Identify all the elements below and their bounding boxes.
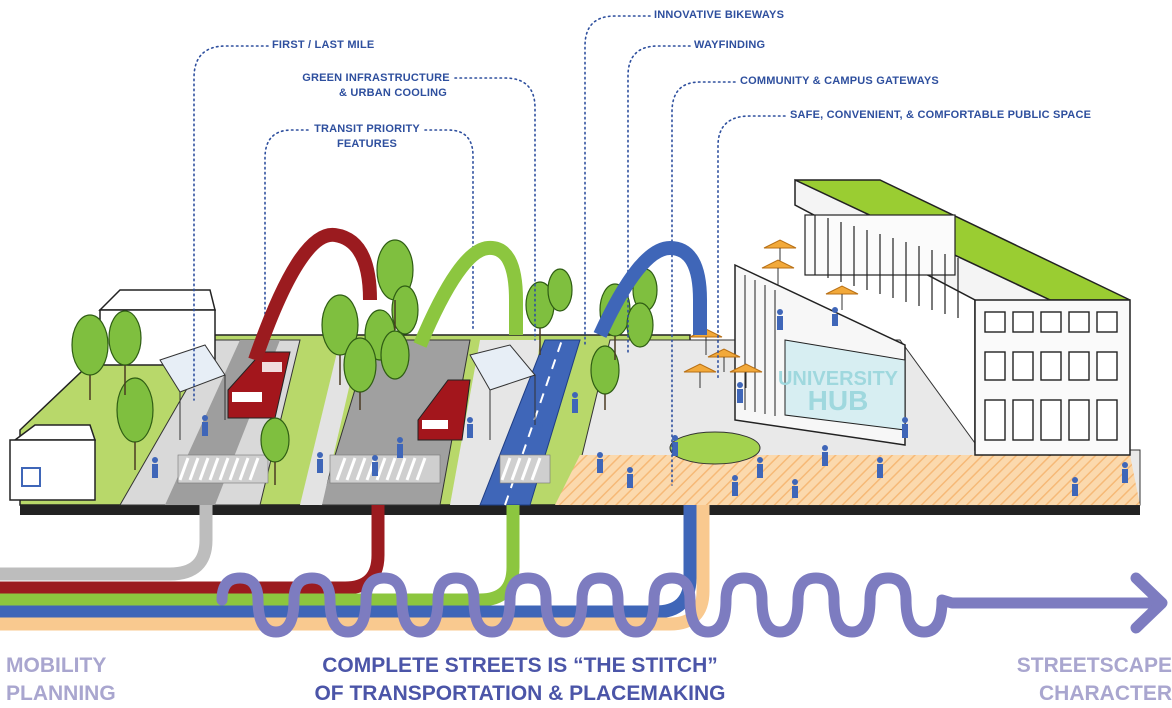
- caption-mobility-line1: MOBILITY: [6, 654, 107, 677]
- caption-mobility-planning: MOBILITY PLANNING: [6, 652, 116, 708]
- ribbon-green-arch: [413, 241, 523, 348]
- bus-shelter-left: [159, 344, 226, 440]
- callout-green-infrastructure-line1: GREEN INFRASTRUCTURE: [302, 72, 450, 84]
- ribbon-green: [0, 505, 520, 607]
- university-building: [734, 178, 1131, 456]
- caption-streetscape-character: STREETSCAPE CHARACTER: [996, 652, 1172, 708]
- ribbon-blue-arch: [593, 240, 707, 338]
- bus-shelter-right: [469, 344, 536, 440]
- callout-leaders: [193, 15, 786, 486]
- caption-streetscape-line2: CHARACTER: [1039, 682, 1172, 705]
- callout-green-infrastructure-line2: & URBAN COOLING: [338, 87, 448, 99]
- ribbon-grey: [0, 505, 213, 581]
- caption-mobility-line2: PLANNING: [6, 682, 116, 705]
- hub-sign-line1: UNIVERSITY: [778, 368, 899, 390]
- arrow-head-icon: [1130, 572, 1168, 634]
- callout-transit-priority-line2: FEATURES: [336, 138, 398, 150]
- callout-first-last-mile: FIRST / LAST MILE: [272, 39, 375, 51]
- callout-transit-priority-line1: TRANSIT PRIORITY: [314, 123, 420, 135]
- stitch-arrow: [216, 572, 1168, 638]
- callout-gateways: COMMUNITY & CAMPUS GATEWAYS: [740, 75, 939, 87]
- callout-transit-priority: TRANSIT PRIORITY FEATURES: [308, 122, 426, 152]
- ribbon-lines: [0, 227, 710, 631]
- caption-streetscape-line1: STREETSCAPE: [1016, 654, 1172, 677]
- bus-right: [417, 379, 471, 441]
- caption-complete-streets-line1: COMPLETE STREETS IS “THE STITCH”: [322, 654, 718, 677]
- house-front: [9, 424, 97, 501]
- ribbon-red-arch: [248, 227, 377, 363]
- pedestrians: [152, 307, 1128, 498]
- lawn-circle: [669, 431, 761, 465]
- callout-wayfinding: WAYFINDING: [694, 39, 766, 51]
- caption-complete-streets-line2: OF TRANSPORTATION & PLACEMAKING: [314, 682, 726, 705]
- caption-complete-streets: COMPLETE STREETS IS “THE STITCH” OF TRAN…: [300, 652, 740, 708]
- callout-innovative-bikeways: INNOVATIVE BIKEWAYS: [654, 9, 785, 21]
- hub-sign-line2: HUB: [808, 385, 869, 416]
- trees: [71, 239, 658, 463]
- callout-green-infrastructure: GREEN INFRASTRUCTURE & URBAN COOLING: [296, 71, 456, 101]
- callout-public-space: SAFE, CONVENIENT, & COMFORTABLE PUBLIC S…: [790, 109, 1092, 121]
- plaza-hatched: [555, 455, 1140, 505]
